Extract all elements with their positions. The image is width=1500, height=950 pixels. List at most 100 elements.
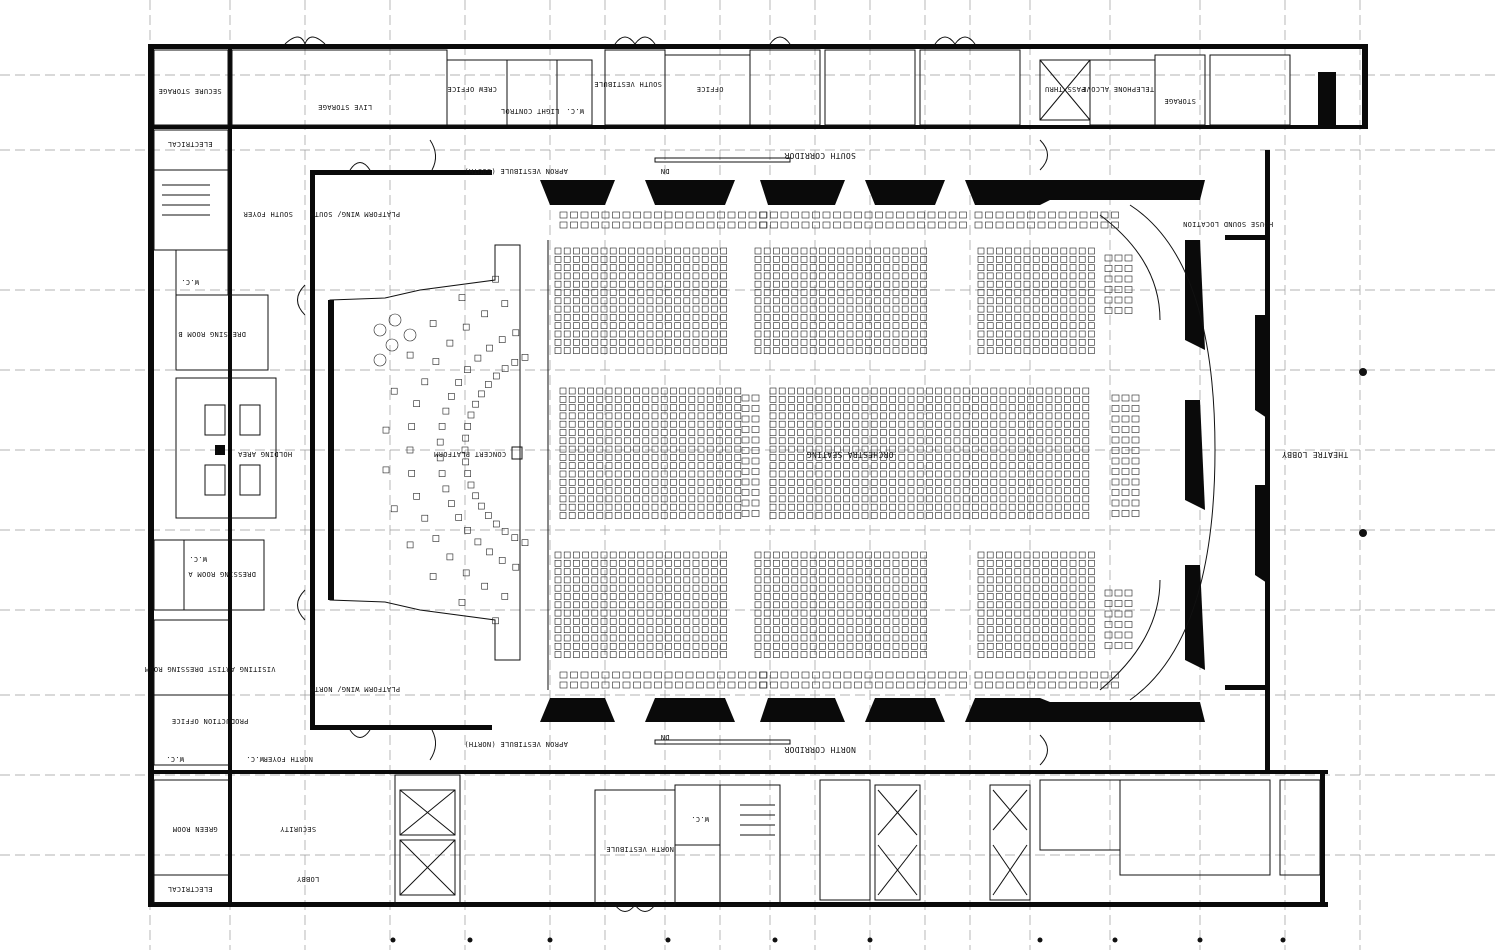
seat	[1045, 470, 1053, 478]
seat	[1014, 634, 1022, 642]
seat	[773, 651, 780, 658]
seat	[800, 609, 808, 617]
seat	[916, 420, 924, 428]
seat	[674, 338, 681, 346]
seat	[1014, 255, 1022, 263]
seat	[697, 395, 705, 403]
seat	[1060, 347, 1068, 354]
seat	[591, 338, 599, 346]
seat	[920, 651, 927, 658]
seat	[791, 651, 799, 658]
seat	[977, 347, 985, 354]
seat	[791, 634, 799, 642]
seat	[619, 272, 626, 280]
seat	[573, 559, 580, 567]
seat	[706, 495, 714, 503]
seat	[1069, 272, 1077, 280]
seat	[751, 478, 760, 486]
seat	[927, 681, 936, 689]
seat	[1027, 437, 1034, 445]
seat	[655, 634, 663, 642]
seat	[596, 503, 604, 511]
seat	[791, 314, 799, 321]
seat	[763, 593, 771, 600]
seat	[788, 462, 795, 470]
seat	[920, 576, 927, 584]
platform-chair	[486, 344, 493, 352]
seat	[883, 584, 891, 592]
seat	[911, 651, 918, 658]
seat	[763, 272, 771, 280]
seat	[819, 593, 826, 600]
seat	[563, 609, 571, 617]
seat	[986, 593, 994, 600]
seat	[1014, 626, 1022, 634]
seat	[1042, 568, 1049, 575]
seat	[605, 495, 613, 503]
seat	[977, 593, 985, 600]
seat	[1016, 221, 1025, 229]
seat	[1069, 642, 1077, 650]
seat	[892, 264, 900, 271]
label-wc-bottom: W.C.	[691, 815, 709, 823]
seat	[1032, 618, 1040, 625]
seat	[875, 211, 883, 219]
seat	[706, 395, 714, 403]
seat	[865, 330, 872, 338]
seat	[1060, 330, 1068, 338]
seat	[701, 338, 709, 346]
seat	[1048, 221, 1056, 229]
seat	[843, 445, 850, 453]
seat	[582, 559, 589, 567]
seat	[855, 651, 863, 658]
seat	[600, 347, 608, 354]
seat	[1051, 642, 1058, 650]
seat	[642, 445, 650, 453]
seat	[573, 347, 580, 354]
seat	[1054, 512, 1062, 519]
seat	[646, 314, 654, 321]
seat	[780, 211, 789, 219]
seat	[605, 478, 613, 486]
seat	[773, 272, 780, 280]
seat	[596, 404, 604, 411]
seat	[688, 487, 696, 494]
seat	[843, 487, 850, 494]
platform-chair	[478, 502, 485, 510]
seat	[1090, 681, 1098, 689]
seat	[1006, 221, 1014, 229]
seat	[1088, 651, 1095, 658]
seat	[1006, 211, 1014, 219]
seat	[573, 255, 580, 263]
seat	[751, 468, 760, 475]
seat	[670, 512, 677, 519]
label-storage: STORAGE	[1164, 97, 1196, 105]
seat	[1008, 462, 1016, 470]
seat	[674, 314, 681, 321]
seat	[711, 568, 718, 575]
seat	[1088, 338, 1095, 346]
seat	[1005, 626, 1012, 634]
seat	[734, 420, 742, 428]
seat	[865, 593, 872, 600]
seat	[701, 289, 709, 296]
seat	[944, 487, 952, 494]
seat	[809, 576, 817, 584]
seat	[637, 601, 645, 609]
seat	[628, 568, 635, 575]
seat	[646, 568, 654, 575]
seat	[809, 330, 817, 338]
seat	[828, 255, 835, 263]
seat	[633, 681, 641, 689]
seat	[582, 601, 589, 609]
seat	[996, 247, 1003, 255]
seat	[846, 559, 854, 567]
seat	[587, 395, 594, 403]
seat	[559, 462, 567, 470]
seat	[926, 404, 933, 411]
seat	[624, 420, 631, 428]
seat	[809, 651, 817, 658]
seat	[855, 618, 863, 625]
seat	[665, 289, 672, 296]
seat	[591, 626, 599, 634]
